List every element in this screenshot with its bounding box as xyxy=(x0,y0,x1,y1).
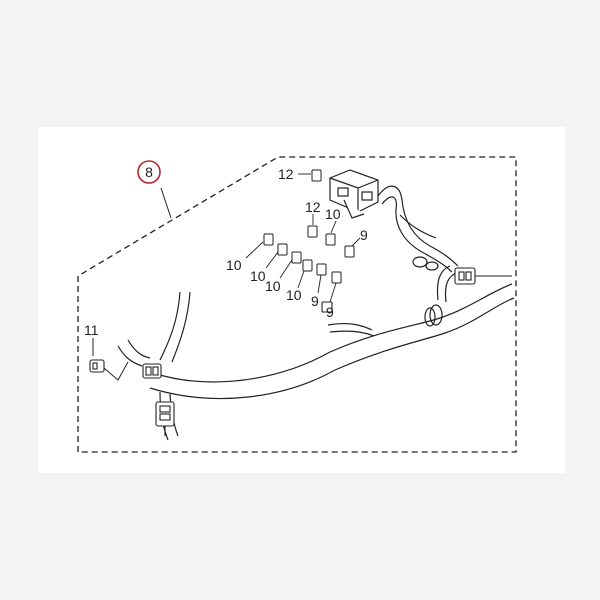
callout-10-upper: 10 xyxy=(325,206,341,222)
fuse-9a xyxy=(344,245,355,258)
junction-connector xyxy=(142,363,162,379)
callout-9-lower-1: 9 xyxy=(311,293,319,309)
callout-9-lower-2: 9 xyxy=(326,304,334,320)
upper-right-harness xyxy=(377,185,459,303)
fuse-set xyxy=(263,169,355,284)
callout-12-mid: 12 xyxy=(305,199,321,215)
relay-box xyxy=(329,169,379,219)
lower-connector xyxy=(155,401,175,436)
part-11-connector xyxy=(89,359,105,373)
callout-12-top: 12 xyxy=(278,166,294,182)
main-harness xyxy=(149,283,515,400)
fuse-12a xyxy=(311,169,322,182)
assembly-ref-ring xyxy=(137,160,161,184)
callout-11: 11 xyxy=(84,322,99,338)
callout-9-upper: 9 xyxy=(360,227,368,243)
fuse-9c xyxy=(331,271,342,284)
fuse-10d xyxy=(291,251,302,264)
assembly-boundary xyxy=(77,156,517,453)
callout-10-left-2: 10 xyxy=(250,268,266,284)
fuse-10a xyxy=(325,233,336,246)
assembly-leader xyxy=(160,187,172,219)
fuse-10c xyxy=(277,243,288,256)
fuse-12b xyxy=(307,225,318,238)
diagram-panel xyxy=(38,127,565,473)
fuse-10e xyxy=(302,259,313,272)
part-11-link xyxy=(103,361,129,381)
right-connector xyxy=(454,267,512,285)
assembly-ref-number: 8 xyxy=(145,164,153,180)
fuse-10b xyxy=(263,233,274,246)
fuse-leaders xyxy=(245,173,361,303)
fuse-9b xyxy=(316,263,327,276)
harness-clip xyxy=(321,301,333,313)
callout-10-left-3: 10 xyxy=(265,278,281,294)
callout-10-left-1: 10 xyxy=(226,257,242,273)
callout-10-left-4: 10 xyxy=(286,287,302,303)
